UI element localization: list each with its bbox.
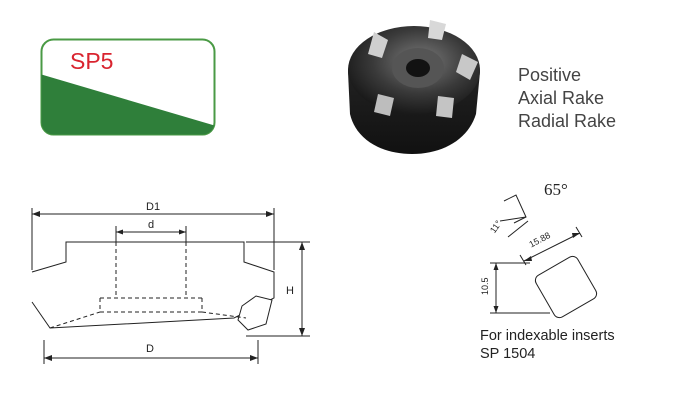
- milling-cutter-image: [348, 20, 480, 154]
- cutter-section-drawing: D1 d H D: [20, 190, 320, 370]
- insert-width-label: 15.88: [527, 230, 552, 249]
- feature-axial-rake: Axial Rake: [518, 88, 605, 108]
- dim-d-label: d: [148, 219, 154, 231]
- caption-line-1: For indexable inserts: [480, 328, 615, 344]
- insert-detail-drawing: 65° 11° 15.88 10.5: [470, 165, 640, 335]
- cutter-photo: [338, 10, 488, 162]
- dim-h-label: H: [286, 285, 294, 297]
- section-drawing-svg: D1 d H D: [31, 201, 310, 364]
- badge-stripe: [41, 74, 215, 135]
- insert-detail-svg: 65° 11° 15.88 10.5: [480, 180, 598, 319]
- caption-line-2: SP 1504: [480, 346, 536, 362]
- badge-label: SP5: [70, 48, 114, 74]
- feature-positive: Positive: [518, 65, 582, 85]
- series-badge: SP5: [40, 38, 216, 136]
- dim-dd-label: D: [146, 343, 154, 355]
- angle-label: 65°: [544, 180, 568, 199]
- badge-graphic: [40, 38, 216, 136]
- dim-d1-label: D1: [146, 201, 160, 213]
- insert-height-label: 10.5: [480, 277, 490, 295]
- feature-radial-rake: Radial Rake: [518, 111, 617, 131]
